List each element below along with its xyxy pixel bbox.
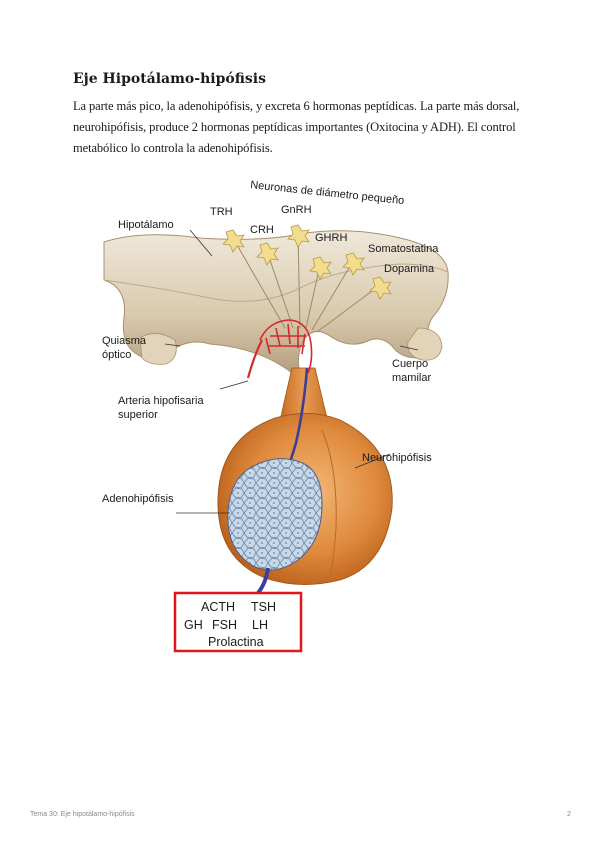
hormone-lh: LH [252, 618, 268, 632]
section-title: Eje Hipotálamo-hipófisis [73, 71, 266, 87]
label-arteria-2: superior [118, 409, 158, 421]
hormone-outflow [256, 567, 270, 595]
label-crh: CRH [250, 224, 274, 236]
label-cuerpo-2: mamilar [392, 372, 431, 384]
footer-page-number: 2 [567, 811, 571, 818]
adenohypophysis-cells [227, 458, 323, 571]
label-dopamina: Dopamina [384, 263, 435, 275]
label-quiasma-2: óptico [102, 349, 131, 361]
hormone-prolactina: Prolactina [208, 635, 264, 649]
optic-chiasm [139, 333, 177, 365]
hormone-fsh: FSH [212, 618, 237, 632]
hormone-box [173, 591, 303, 653]
neuron-cells [222, 224, 392, 300]
label-neuronas: Neuronas de diámetro pequeño [250, 179, 405, 207]
label-somatostatina: Somatostatina [368, 243, 439, 255]
label-quiasma-1: Quiasma [102, 335, 147, 347]
hypothalamus-pituitary-figure: Neuronas de diámetro pequeño Hipotálamo … [100, 168, 450, 656]
neuron-axons [232, 232, 381, 333]
section-paragraph: La parte más pico, la adenohipófisis, y … [73, 99, 520, 155]
label-cuerpo-1: Cuerpo [392, 358, 428, 370]
footer-doc-title: Tema 30: Eje hipotálamo-hipófisis [30, 811, 135, 818]
label-ghrh: GHRH [315, 232, 347, 244]
label-gnrh: GnRH [281, 204, 312, 216]
hormone-gh: GH [184, 618, 203, 632]
label-trh: TRH [210, 206, 233, 218]
portal-capillaries [259, 319, 313, 374]
hormone-tsh: TSH [251, 600, 276, 614]
mammillary-body [407, 327, 443, 361]
superior-hypophyseal-artery [246, 339, 263, 379]
label-hipotalamo: Hipotálamo [118, 219, 174, 231]
label-neurohipofisis: Neurohipófisis [362, 452, 432, 464]
anatomy-illustration: Neuronas de diámetro pequeño Hipotálamo … [102, 179, 449, 653]
label-arteria-1: Arteria hipofisaria [118, 395, 204, 407]
hormone-acth: ACTH [201, 600, 235, 614]
label-adenohipofisis: Adenohipófisis [102, 493, 174, 505]
